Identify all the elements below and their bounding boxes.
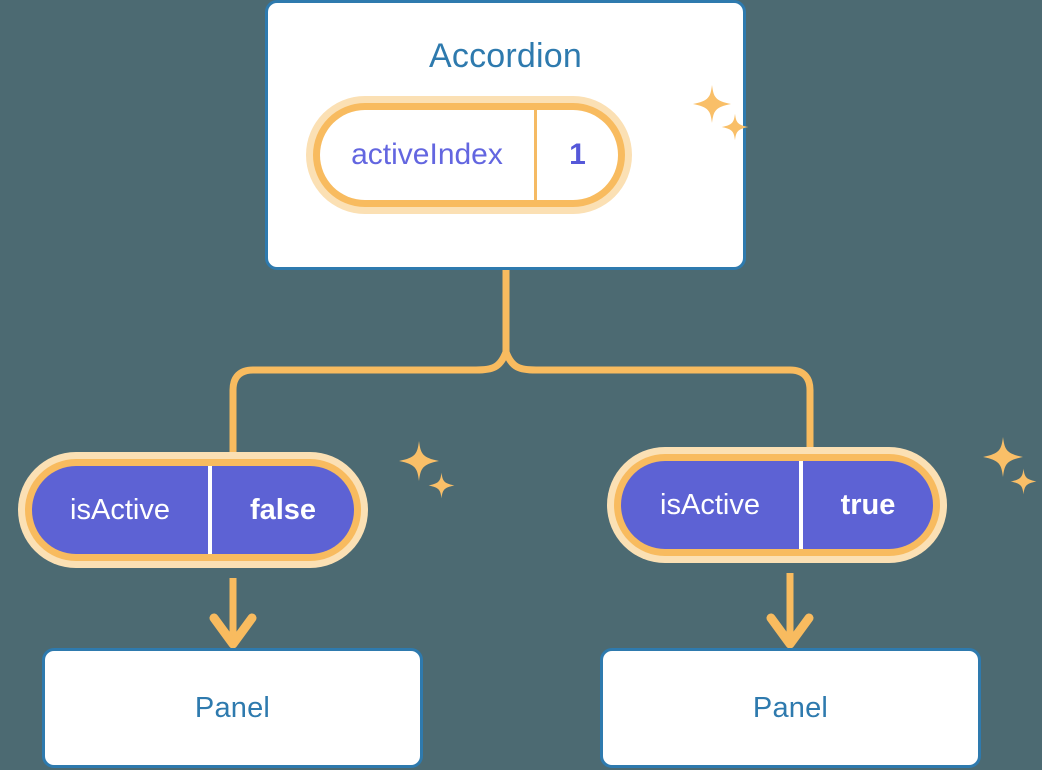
pill-halo: isActive false bbox=[18, 452, 368, 568]
state-pill-is-active-true[interactable]: isActive true bbox=[607, 447, 947, 563]
panel-card-right[interactable]: Panel bbox=[600, 648, 981, 768]
pill-body: isActive true bbox=[621, 461, 933, 549]
pill-ring: isActive true bbox=[614, 454, 940, 556]
sparkle-icon bbox=[983, 437, 1023, 477]
arrow-down-icon bbox=[209, 578, 257, 649]
pill-ring: activeIndex 1 bbox=[313, 103, 625, 207]
pill-ring: isActive false bbox=[25, 459, 361, 561]
state-key-label: isActive bbox=[70, 493, 170, 526]
state-key-label: isActive bbox=[660, 488, 760, 521]
sparkle-icon bbox=[399, 441, 439, 481]
state-value-label: true bbox=[799, 461, 933, 549]
pill-body: activeIndex 1 bbox=[320, 110, 618, 200]
state-pill-active-index[interactable]: activeIndex 1 bbox=[306, 96, 632, 214]
page-title: Accordion bbox=[429, 37, 582, 75]
state-value-label: false bbox=[208, 466, 354, 554]
arrow-down-icon bbox=[766, 573, 814, 649]
panel-label: Panel bbox=[194, 691, 271, 724]
state-key-label: activeIndex bbox=[351, 138, 503, 171]
sparkle-icon bbox=[428, 472, 455, 499]
connector-branch-right bbox=[502, 348, 814, 451]
panel-label: Panel bbox=[752, 691, 829, 724]
state-pill-is-active-false[interactable]: isActive false bbox=[18, 452, 368, 568]
sparkle-group-right bbox=[982, 436, 1042, 506]
pill-body: isActive false bbox=[32, 466, 354, 554]
pill-halo: activeIndex 1 bbox=[306, 96, 632, 214]
pill-halo: isActive true bbox=[607, 447, 947, 563]
sparkle-icon bbox=[1010, 468, 1037, 495]
sparkle-group-left bbox=[398, 440, 468, 510]
panel-card-left[interactable]: Panel bbox=[42, 648, 423, 768]
connector-branch-left bbox=[229, 348, 510, 456]
state-value-label: 1 bbox=[534, 110, 618, 200]
